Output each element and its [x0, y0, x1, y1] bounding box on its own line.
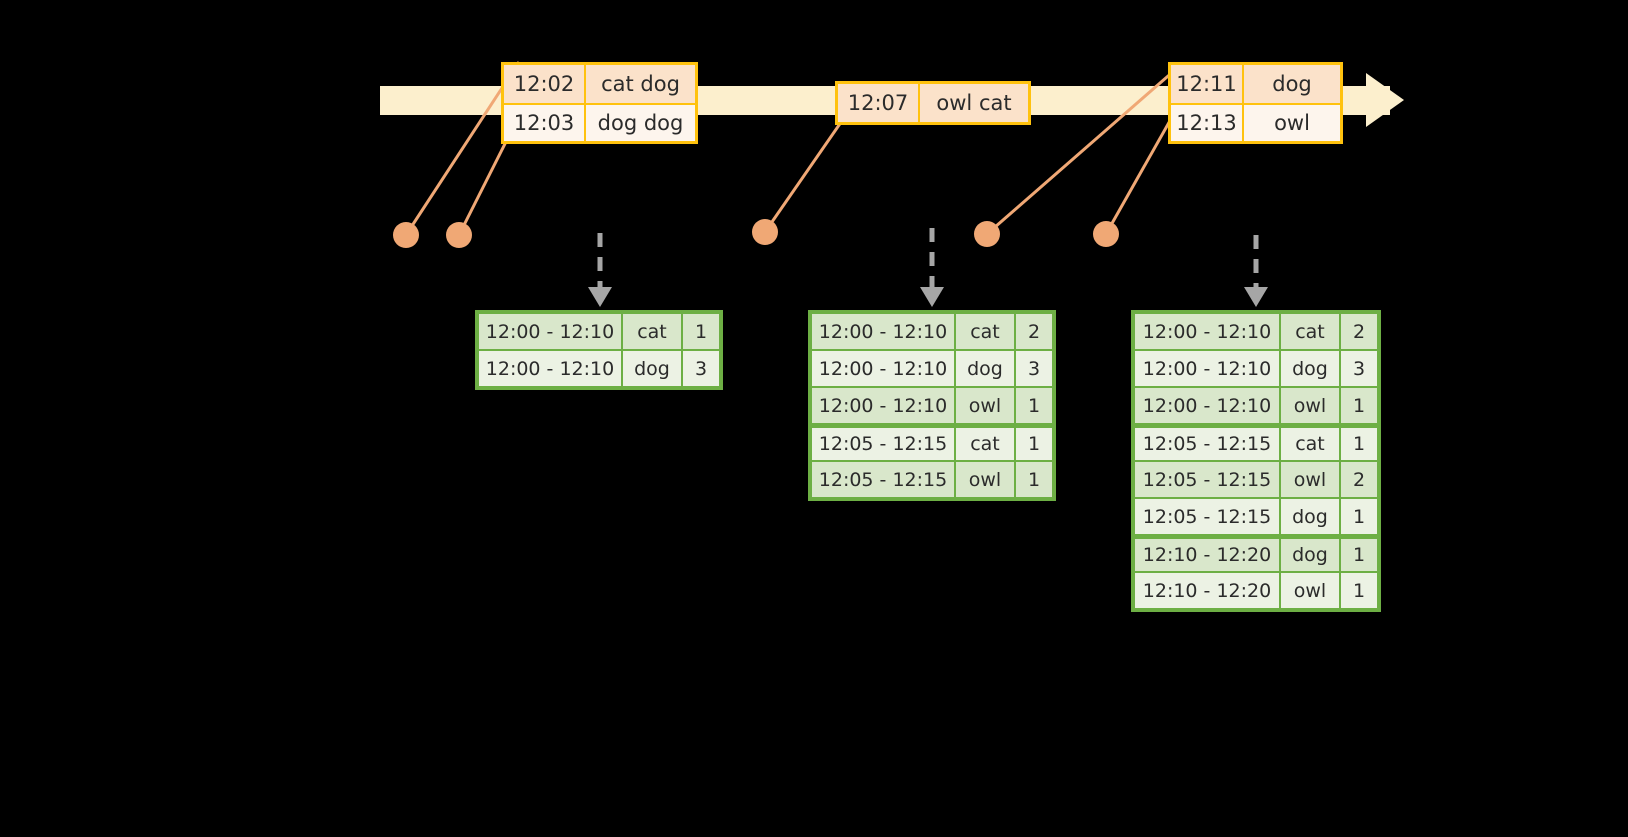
count-cell: 1: [1341, 573, 1377, 608]
count-cell: 2: [1341, 314, 1377, 349]
count-cell: 1: [1016, 388, 1052, 423]
word-cell: owl: [1281, 573, 1339, 608]
count-cell: 1: [1016, 428, 1052, 460]
count-cell: 1: [1341, 428, 1377, 460]
window-cell: 12:10 - 12:20: [1135, 539, 1279, 571]
count-cell: 3: [683, 351, 719, 386]
count-cell: 3: [1341, 351, 1377, 386]
word-cell: owl: [956, 462, 1014, 497]
word-cell: cat: [623, 314, 681, 349]
count-cell: 1: [1341, 539, 1377, 571]
window-cell: 12:05 - 12:15: [1135, 428, 1279, 460]
event-words: cat dog: [586, 65, 695, 103]
event-words: owl: [1244, 105, 1340, 141]
word-cell: dog: [956, 351, 1014, 386]
count-cell: 1: [1341, 499, 1377, 534]
word-cell: cat: [1281, 428, 1339, 460]
window-cell: 12:00 - 12:10: [812, 351, 954, 386]
count-cell: 3: [1016, 351, 1052, 386]
word-cell: dog: [623, 351, 681, 386]
window-cell: 12:00 - 12:10: [812, 314, 954, 349]
window-cell: 12:05 - 12:15: [1135, 462, 1279, 497]
event-words: dog: [1244, 65, 1340, 103]
event-words: owl cat: [920, 84, 1028, 122]
window-cell: 12:00 - 12:10: [479, 314, 621, 349]
dashed-arrow-to-table-2: [920, 228, 944, 307]
timeline-arrowhead-icon: [1366, 73, 1404, 127]
event-time: 12:11: [1171, 65, 1244, 103]
count-cell: 2: [1016, 314, 1052, 349]
window-cell: 12:00 - 12:10: [812, 388, 954, 423]
word-cell: owl: [1281, 388, 1339, 423]
window-cell: 12:05 - 12:15: [812, 428, 954, 460]
window-cell: 12:00 - 12:10: [479, 351, 621, 386]
word-cell: dog: [1281, 351, 1339, 386]
word-cell: owl: [1281, 462, 1339, 497]
event-time: 12:02: [504, 65, 586, 103]
event-time: 12:13: [1171, 105, 1244, 141]
event-time: 12:03: [504, 105, 586, 141]
word-cell: cat: [1281, 314, 1339, 349]
word-cell: owl: [956, 388, 1014, 423]
dashed-arrow-to-table-1: [588, 233, 612, 307]
word-cell: dog: [1281, 539, 1339, 571]
count-cell: 1: [1016, 462, 1052, 497]
window-cell: 12:05 - 12:15: [1135, 499, 1279, 534]
event-words: dog dog: [586, 105, 695, 141]
window-cell: 12:05 - 12:15: [812, 462, 954, 497]
word-cell: cat: [956, 314, 1014, 349]
window-cell: 12:00 - 12:10: [1135, 351, 1279, 386]
word-cell: cat: [956, 428, 1014, 460]
window-cell: 12:00 - 12:10: [1135, 314, 1279, 349]
window-cell: 12:00 - 12:10: [1135, 388, 1279, 423]
count-cell: 2: [1341, 462, 1377, 497]
word-cell: dog: [1281, 499, 1339, 534]
window-cell: 12:10 - 12:20: [1135, 573, 1279, 608]
event-time: 12:07: [838, 84, 920, 122]
count-cell: 1: [683, 314, 719, 349]
dashed-arrow-to-table-3: [1244, 235, 1268, 307]
count-cell: 1: [1341, 388, 1377, 423]
